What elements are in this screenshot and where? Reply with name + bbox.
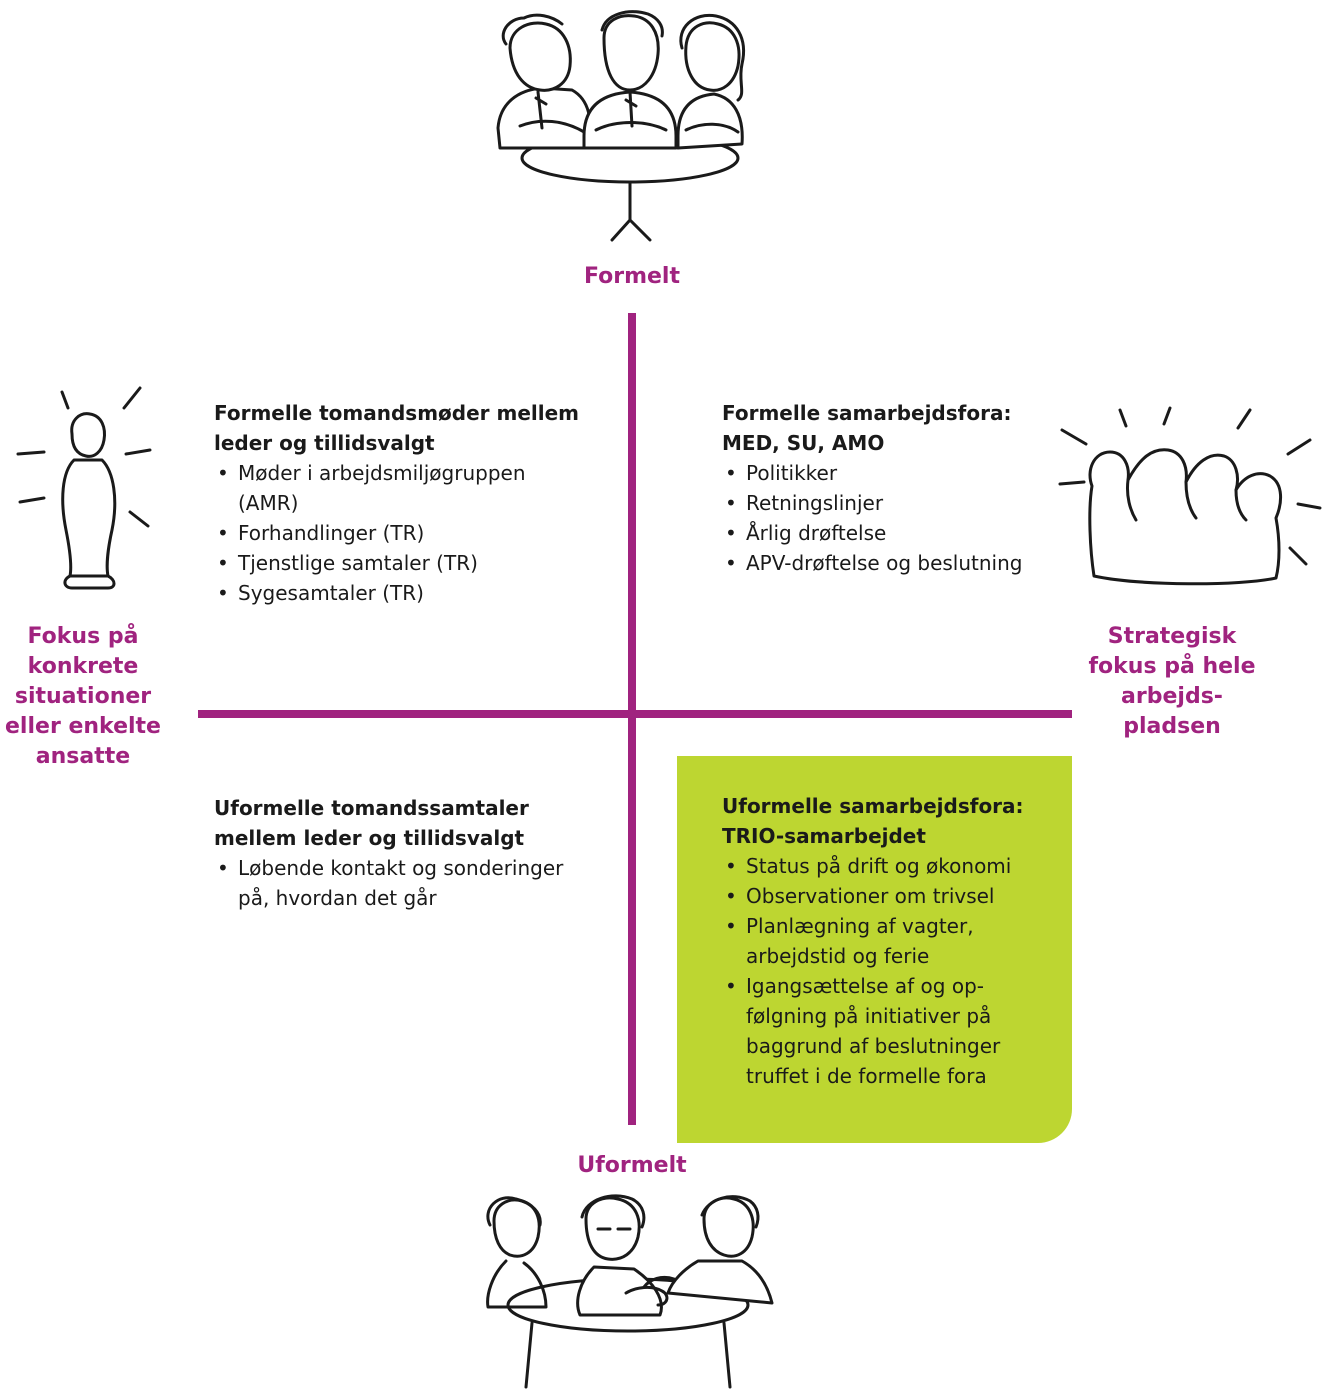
list-item-line: Observationer om trivsel [746, 884, 995, 908]
title-line: mellem leder og tillidsvalgt [214, 826, 525, 850]
list-item: Årlig drøftelse [722, 518, 1072, 548]
label-right-line: arbejds- [1121, 684, 1223, 709]
label-fokus-konkrete-situationer: Fokus på konkrete situationer eller enke… [0, 622, 166, 772]
vertical-axis-formel-uformel [628, 313, 636, 1125]
list-item: Planlægning af vagter, arbejdstid og fer… [722, 911, 1052, 971]
label-right-line: Strategisk [1107, 624, 1237, 649]
informal-meeting-people-icon [476, 1194, 776, 1389]
bullet-list: Løbende kontakt og sonderinger på, hvord… [214, 853, 614, 913]
list-item: Tjenstlige samtaler (TR) [214, 548, 604, 578]
list-item: Igangsættelse af og op- følgning på init… [722, 971, 1052, 1091]
list-item-line: Tjenstlige samtaler (TR) [238, 551, 478, 575]
list-item-line: Årlig drøftelse [746, 521, 887, 545]
quadrant-title: Formelle tomandsmøder mellem leder og ti… [214, 398, 604, 458]
label-left-line: situationer [14, 684, 152, 709]
list-item-line: Forhandlinger (TR) [238, 521, 425, 545]
list-item-line: Retningslinjer [746, 491, 884, 515]
group-of-people-icon [1040, 400, 1325, 600]
list-item: Forhandlinger (TR) [214, 518, 604, 548]
list-item-line: Møder i arbejdsmiljøgruppen [238, 461, 526, 485]
title-line: Formelle samarbejdsfora: [722, 401, 1012, 425]
bullet-list: Status på drift og økonomi Observationer… [722, 851, 1052, 1091]
list-item: APV-drøftelse og beslutning [722, 548, 1072, 578]
title-line: leder og tillidsvalgt [214, 431, 435, 455]
title-line: Uformelle samarbejdsfora: [722, 794, 1024, 818]
label-uformelt: Uformelt [577, 1153, 687, 1178]
list-item: Møder i arbejdsmiljøgruppen (AMR) [214, 458, 604, 518]
formal-meeting-people-icon [480, 8, 750, 243]
list-item: Politikker [722, 458, 1072, 488]
quadrant-formelle-samarbejdsfora: Formelle samarbejdsfora: MED, SU, AMO Po… [722, 398, 1072, 578]
label-right-line: pladsen [1123, 714, 1221, 739]
title-line: TRIO-samarbejdet [722, 824, 926, 848]
list-item-line: Sygesamtaler (TR) [238, 581, 424, 605]
list-item: Status på drift og økonomi [722, 851, 1052, 881]
list-item-line: arbejdstid og ferie [746, 944, 930, 968]
quadrant-formelle-tomandsmoeder: Formelle tomandsmøder mellem leder og ti… [214, 398, 604, 608]
quadrant-title: Formelle samarbejdsfora: MED, SU, AMO [722, 398, 1072, 458]
label-formelt: Formelt [583, 264, 680, 289]
list-item-line: følgning på initiativer på [746, 1004, 992, 1028]
list-item: Sygesamtaler (TR) [214, 578, 604, 608]
title-line: Formelle tomandsmøder mellem [214, 401, 579, 425]
list-item-line: truffet i de formelle fora [746, 1064, 987, 1088]
list-item-line: (AMR) [238, 491, 299, 515]
label-left-line: eller enkelte [5, 714, 161, 739]
list-item-line: Igangsættelse af og op- [746, 974, 984, 998]
list-item-line: Status på drift og økonomi [746, 854, 1012, 878]
single-person-icon [10, 380, 160, 605]
quadrant-uformelle-samarbejdsfora: Uformelle samarbejdsfora: TRIO-samarbejd… [722, 791, 1052, 1091]
title-line: MED, SU, AMO [722, 431, 885, 455]
label-strategisk-fokus: Strategisk fokus på hele arbejds- pladse… [1072, 622, 1272, 742]
label-left-line: ansatte [35, 744, 131, 769]
label-left-line: konkrete [27, 654, 139, 679]
list-item-line: Planlægning af vagter, [746, 914, 974, 938]
bullet-list: Politikker Retningslinjer Årlig drøftels… [722, 458, 1072, 578]
list-item: Retningslinjer [722, 488, 1072, 518]
list-item-line: Politikker [746, 461, 838, 485]
list-item-line: baggrund af beslutninger [746, 1034, 1001, 1058]
quadrant-title: Uformelle tomandssamtaler mellem leder o… [214, 793, 614, 853]
label-left-line: Fokus på [27, 624, 139, 649]
bullet-list: Møder i arbejdsmiljøgruppen (AMR) Forhan… [214, 458, 604, 608]
quadrant-title: Uformelle samarbejdsfora: TRIO-samarbejd… [722, 791, 1052, 851]
list-item-line: APV-drøftelse og beslutning [746, 551, 1023, 575]
quadrant-uformelle-tomandssamtaler: Uformelle tomandssamtaler mellem leder o… [214, 793, 614, 913]
list-item: Løbende kontakt og sonderinger på, hvord… [214, 853, 614, 913]
label-right-line: fokus på hele [1088, 654, 1256, 679]
list-item: Observationer om trivsel [722, 881, 1052, 911]
list-item-line: Løbende kontakt og sonderinger [238, 856, 564, 880]
horizontal-axis-focus [198, 710, 1072, 718]
title-line: Uformelle tomandssamtaler [214, 796, 529, 820]
list-item-line: på, hvordan det går [238, 886, 437, 910]
